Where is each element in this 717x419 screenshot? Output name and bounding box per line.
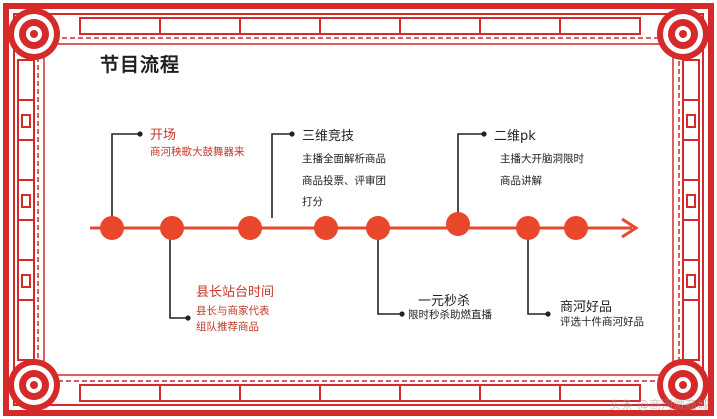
milestone-2d-desc-2: 商品讲解	[500, 175, 542, 187]
node-8	[564, 216, 588, 240]
node-6	[446, 212, 470, 236]
milestone-3d-desc-2: 商品投票、评审团	[302, 175, 386, 187]
milestone-mayor-title: 县长站台时间	[196, 285, 275, 300]
milestone-3d-desc-3: 打分	[302, 196, 323, 208]
corner-ornament-bottom-right	[657, 359, 709, 411]
node-7	[516, 216, 540, 240]
watermark: 头条 @商河微商城	[609, 398, 709, 412]
connector-dots	[137, 131, 551, 321]
milestone-opening-desc: 商河秧歌大鼓舞器来	[150, 146, 245, 158]
top-lattice	[79, 17, 641, 35]
node-4	[314, 216, 338, 240]
milestone-flashsale-desc: 限时秒杀助燃直播	[408, 309, 492, 321]
milestone-3d-title: 三维竞技	[302, 129, 355, 144]
node-3	[238, 216, 262, 240]
bottom-lattice	[79, 384, 641, 402]
node-2	[160, 216, 184, 240]
milestone-mayor-desc-1: 县长与商家代表	[196, 305, 270, 317]
milestone-goods-desc: 评选十件商河好品	[560, 316, 644, 328]
milestone-3d-desc-1: 主播全面解析商品	[302, 153, 386, 165]
page-title: 节目流程	[100, 54, 181, 76]
milestone-opening-title: 开场	[150, 128, 177, 143]
connector-lines	[111, 133, 548, 319]
milestone-2d-desc-1: 主播大开脑洞限时	[500, 153, 584, 165]
milestone-goods-title: 商河好品	[560, 300, 613, 315]
node-1	[100, 216, 124, 240]
corner-ornament-top-left	[8, 8, 60, 60]
corner-ornament-bottom-left	[8, 359, 60, 411]
left-lattice	[17, 59, 35, 361]
right-lattice	[682, 59, 700, 361]
milestone-2d-title: 二维pk	[494, 129, 536, 144]
timeline-nodes	[100, 212, 588, 240]
milestone-mayor-desc-2: 组队推荐商品	[196, 321, 259, 333]
node-5	[366, 216, 390, 240]
milestone-flashsale-title: 一元秒杀	[418, 294, 471, 309]
corner-ornament-top-right	[657, 8, 709, 60]
